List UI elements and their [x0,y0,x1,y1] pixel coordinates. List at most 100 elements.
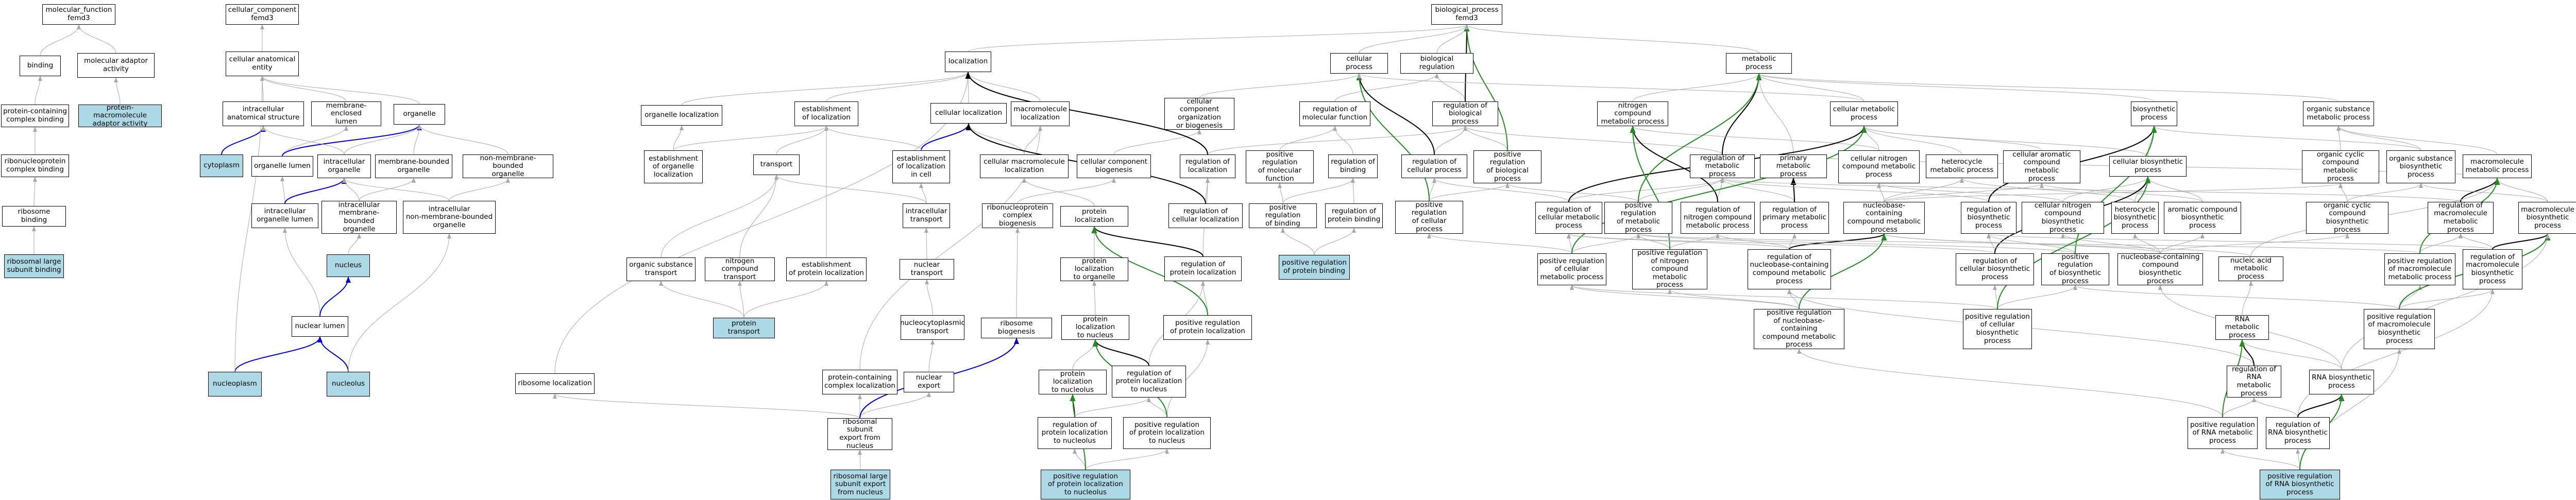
edge-is-a [2419,233,2463,254]
term-node: macromolecule metabolic process [2463,154,2532,178]
term-node: cellular metabolic process [1830,101,1898,126]
term-node: macromolecule biosynthetic process [2518,202,2576,234]
term-node: positive regulation of cellular biosynth… [1963,309,2032,349]
term-node: cellular nitrogen compound biosynthetic … [2022,201,2104,234]
edge-is-a [1351,178,1355,204]
edge-is-a [1884,178,1964,202]
edge-is-a [1884,183,2044,202]
term-node: protein localization to organelle [1060,257,1128,281]
term-node: localization [945,51,991,72]
edge-is-a [1207,126,1467,155]
term-node: organelle localization [641,105,722,126]
edge-is-a [1720,178,2461,202]
term-node: establishment of localization in cell [892,150,950,183]
term-node: ribosome localization [515,373,595,394]
edge-is-a [1429,178,1436,201]
edge-is-a [1465,24,1759,54]
term-node: positive regulation of protein localizat… [1163,315,1252,340]
term-node: positive regulation of biological proces… [1473,150,1541,183]
term-node: nuclear lumen [292,316,348,337]
term-node: ribonucleoprotein complex binding [1,154,69,177]
term-node: cellular nitrogen compound metabolic pro… [1838,150,1920,183]
edge-is-a [234,76,264,372]
edge-is-a [1567,233,1572,254]
edge-is-a [261,126,345,155]
term-node: binding [20,56,61,76]
term-node: nucleolus [327,372,370,396]
term-node: regulation of primary metabolic process [1760,202,1829,234]
term-node: regulation of localization [1180,154,1235,178]
edge-is-a [967,123,1025,155]
edge-regulates [1722,73,1762,155]
term-node: regulation of nitrogen compound metaboli… [1681,202,1755,234]
term-node: ribosomal large subunit binding [4,254,64,278]
edge-is-a [35,76,42,105]
edge-is-a [2459,233,2493,250]
edge-is-a [554,72,970,374]
edge-is-a [1757,73,2155,102]
term-node: biosynthetic process [2131,101,2177,126]
term-node: intracellular non-membrane-bounded organ… [403,201,496,234]
edge-is-a [2133,233,2161,254]
edge-is-a [673,125,684,151]
edge-is-a [1862,126,2042,151]
edge-is-a [1720,178,1795,202]
term-node: nuclear export [904,372,954,392]
edge-part-of [282,124,422,157]
term-node: macromolecule localization [1011,101,1070,126]
term-node: regulation of RNA metabolic process [2227,365,2281,398]
term-node: organic substance transport [626,257,696,281]
edge-is-a [1166,339,1210,418]
term-node: primary metabolic process [1760,154,1827,178]
term-node: RNA metabolic process [2215,315,2269,340]
edge-is-a [1570,285,1800,309]
term-node: organic substance metabolic process [2303,101,2374,126]
edge-is-a [2399,289,2495,309]
edge-regulates [1630,126,1718,202]
term-node: intracellular organelle [317,154,371,178]
term-node: establishment of protein localization [786,257,867,281]
edge-is-a [2347,183,2423,202]
edge-is-a [2222,397,2256,418]
term-node: nucleobase-containing compound metabolic… [1843,201,1925,234]
term-node: nuclear transport [900,259,954,280]
edge-is-a [1884,183,2343,202]
edge-is-a [1199,73,1361,98]
edge-is-a [1862,126,2148,157]
edge-is-a [1636,233,2420,254]
edge-is-a [1282,178,1355,204]
edge-is-a [1668,289,1800,309]
term-node: positive regulation of RNA biosynthetic … [2260,470,2340,499]
edge-regulates [1091,226,1204,257]
edge-is-a [928,339,935,372]
term-node: positive regulation of macromolecule bio… [2364,309,2435,349]
edge-is-a [1357,73,1865,102]
term-node: ribosome biogenesis [981,318,1052,338]
edge-is-a [344,124,421,155]
term-node: cellular_component femd3 [226,4,299,25]
edge-is-a [1334,73,1439,102]
edge-is-a [283,228,320,317]
edge-is-a [2338,183,2348,202]
edge-part-of [284,178,347,204]
term-node: ribosomal subunit export from nucleus [827,418,892,450]
term-node: regulation of metabolic process [1690,154,1755,178]
term-node: organic cyclic compound metabolic proces… [2302,150,2379,183]
edge-regulates [2297,394,2345,418]
edge-is-a [2240,339,2342,370]
term-node: aromatic compound biosynthetic process [2164,202,2241,234]
edge-is-a [2297,289,2495,418]
edge-is-a [859,392,931,419]
edge-is-a [1567,233,1790,250]
edge-is-a [660,175,778,258]
edge-is-a [743,281,828,318]
edge-is-a [1072,339,1097,370]
edge-is-a [1463,126,1723,155]
term-node: protein-containing complex localization [822,370,897,394]
term-node: nucleobase-containing compound biosynthe… [2117,253,2203,285]
edge-is-a [1716,233,1790,250]
edge-is-a [1757,73,2339,102]
term-node: positive regulation of nucleobase-contai… [1754,308,1844,349]
edge-is-a [40,24,81,56]
edge-is-a [1281,228,1315,255]
